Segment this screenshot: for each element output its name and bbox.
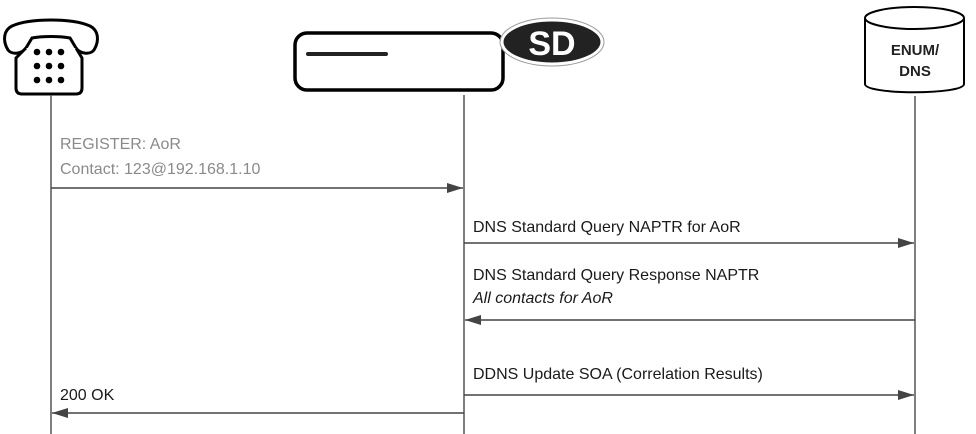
dns-query-label: DNS Standard Query NAPTR for AoR bbox=[473, 219, 741, 236]
sd-badge-text: SD bbox=[528, 25, 575, 63]
dns-response-sublabel: All contacts for AoR bbox=[472, 290, 613, 307]
dns-response-label: DNS Standard Query Response NAPTR bbox=[473, 267, 759, 284]
ddns-update-label: DDNS Update SOA (Correlation Results) bbox=[473, 366, 763, 383]
enum-label-line2: DNS bbox=[899, 63, 931, 80]
ok-label: 200 OK bbox=[60, 387, 115, 404]
session-director-icon: SD bbox=[293, 17, 605, 92]
enum-label-line1: ENUM/ bbox=[891, 42, 940, 59]
telephone-icon bbox=[3, 18, 99, 96]
contact-label: Contact: 123@192.168.1.10 bbox=[60, 161, 260, 178]
database-icon: ENUM/ DNS bbox=[864, 6, 965, 94]
register-label: REGISTER: AoR bbox=[60, 136, 181, 153]
